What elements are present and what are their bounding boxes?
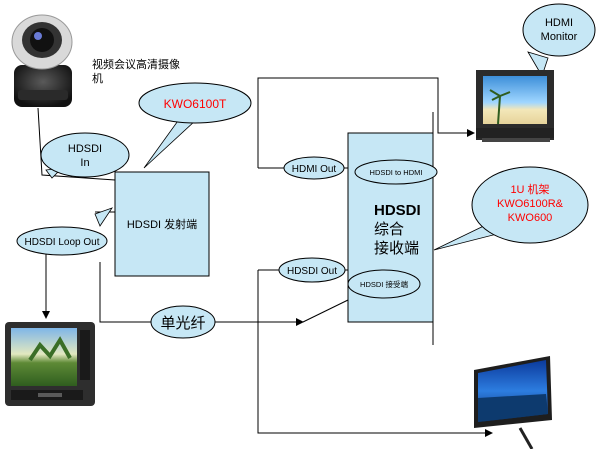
receiver-box: HDSDI 综合 接收端 xyxy=(347,112,434,345)
receiver-model-callout: 1U 机架 KWO6100R& KWO600 xyxy=(433,166,589,251)
hdsdi-receive-label: HDSDI 接受端 xyxy=(360,279,408,289)
hdsdi-out-bubble: HDSDI Out xyxy=(278,257,346,283)
monitor-label-line2: Monitor xyxy=(541,31,578,43)
flat-tv-icon xyxy=(474,356,552,449)
fiber-label-bubble: 单光纤 xyxy=(150,305,216,339)
hdmi-out-bubble: HDMI Out xyxy=(283,156,345,180)
monitor-label-line1: HDMI xyxy=(545,17,573,29)
receiver-model-line3: KWO600 xyxy=(508,212,553,224)
receiver-model-line1: 1U 机架 xyxy=(510,182,549,196)
receiver-title-line2: 综合 xyxy=(374,221,404,238)
ptz-camera-icon xyxy=(11,14,73,107)
camera-label-line1: 视频会议高清摄像 xyxy=(92,57,180,71)
hdsdi-receive-bubble: HDSDI 接受端 xyxy=(347,269,421,299)
fiber-label: 单光纤 xyxy=(160,315,205,332)
transmitter-model-callout: KWO6100T xyxy=(138,82,252,169)
hdsdi-out-label: HDSDI Out xyxy=(287,266,337,277)
hdsdi-to-hdmi-label: HDSDI to HDMI xyxy=(370,168,423,177)
transmitter-label: HDSDI 发射端 xyxy=(127,217,197,231)
receiver-title-line3: 接收端 xyxy=(374,240,419,257)
hdmi-out-label: HDMI Out xyxy=(292,164,337,175)
transmitter-model-label: KWO6100T xyxy=(164,97,227,111)
loop-out-callout: HDSDI Loop Out xyxy=(16,207,113,256)
crt-tv-icon xyxy=(5,322,95,406)
loop-out-label: HDSDI Loop Out xyxy=(24,237,99,248)
hdmi-monitor-icon xyxy=(476,70,554,142)
receiver-model-line2: KWO6100R& xyxy=(497,198,564,210)
transmitter-box: HDSDI 发射端 xyxy=(114,171,210,277)
receiver-title-line1: HDSDI xyxy=(374,202,421,219)
hdsdi-in-label-line2: In xyxy=(80,157,89,169)
hdmi-monitor-callout: HDMI Monitor xyxy=(522,3,596,77)
hdsdi-in-label-line1: HDSDI xyxy=(68,143,102,155)
camera-label-line2: 机 xyxy=(92,71,103,85)
hdsdi-in-callout: HDSDI In xyxy=(40,132,130,179)
hdsdi-to-hdmi-bubble: HDSDI to HDMI xyxy=(354,159,438,185)
